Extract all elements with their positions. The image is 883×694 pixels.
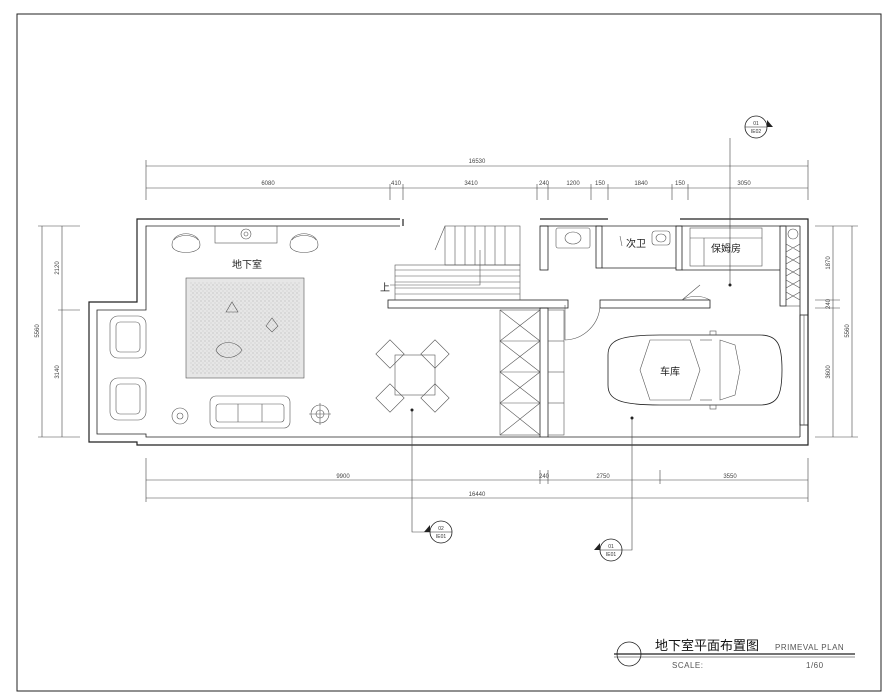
callout-sheet: IE02 xyxy=(751,129,762,135)
dim-top-total: 16530 xyxy=(469,159,486,165)
dim-bottom-1: 9900 xyxy=(336,474,350,480)
doors xyxy=(564,284,711,341)
storage-cabinet xyxy=(499,309,565,436)
dim-top-4: 240 xyxy=(539,181,550,187)
drawing-title: 地下室平面布置图 xyxy=(655,638,759,654)
room-label-maid-room: 保姆房 xyxy=(711,242,741,255)
dim-left-2: 3140 xyxy=(55,365,61,379)
dim-top-2: 410 xyxy=(391,181,402,187)
scale-value: 1/60 xyxy=(806,661,824,670)
dimension-lines xyxy=(38,160,858,502)
callout-bubble-1: 01 IE02 xyxy=(744,115,773,139)
drawing-subtitle: PRIMEVAL PLAN xyxy=(775,643,844,652)
room-label-basement: 地下室 xyxy=(232,258,262,271)
dim-top-1: 6080 xyxy=(261,181,275,187)
callout-number: 01 xyxy=(608,544,614,550)
dim-bottom-2: 240 xyxy=(539,474,550,480)
staircase xyxy=(390,225,521,301)
dim-left-1: 2120 xyxy=(55,261,61,275)
dim-bottom-4: 3550 xyxy=(723,474,737,480)
dim-top-8: 150 xyxy=(675,181,686,187)
room-label-garage: 车库 xyxy=(660,365,680,378)
stairs-up-label: 上 xyxy=(380,282,390,294)
sheet-frame xyxy=(16,13,882,692)
basement-furniture xyxy=(109,225,450,429)
callout-number: 01 xyxy=(753,121,759,127)
dim-top-9: 3050 xyxy=(737,181,751,187)
title-block: 地下室平面布置图 PRIMEVAL PLAN SCALE: 1/60 xyxy=(614,638,855,670)
utility-shelf xyxy=(785,225,801,307)
dim-right-total: 5560 xyxy=(845,324,851,338)
dim-right-1: 1870 xyxy=(826,256,832,270)
callout-leaders xyxy=(410,138,732,551)
scale-label: SCALE: xyxy=(672,661,703,670)
dim-bottom-total: 16440 xyxy=(469,492,486,498)
dim-top-6: 150 xyxy=(595,181,606,187)
callout-sheet: IE01 xyxy=(606,552,617,558)
callout-bubble-2: 02 IE01 xyxy=(424,520,453,544)
dim-top-5: 1200 xyxy=(566,181,580,187)
callout-bubble-3: 01 IE01 xyxy=(594,538,623,562)
dim-right-2: 240 xyxy=(826,298,832,309)
dim-top-3: 3410 xyxy=(464,181,478,187)
dim-left-total: 5560 xyxy=(35,324,41,338)
dim-bottom-3: 2750 xyxy=(596,474,610,480)
dim-top-7: 1840 xyxy=(634,181,648,187)
car-outline xyxy=(607,330,783,410)
dimension-labels: 16530 6080 410 3410 240 1200 150 1840 15… xyxy=(35,159,851,498)
bathroom-fixtures xyxy=(555,227,763,267)
dim-right-3: 3600 xyxy=(826,365,832,379)
room-label-bathroom: 次卫 xyxy=(626,237,646,250)
callout-number: 02 xyxy=(438,526,444,532)
callout-sheet: IE01 xyxy=(436,534,447,540)
